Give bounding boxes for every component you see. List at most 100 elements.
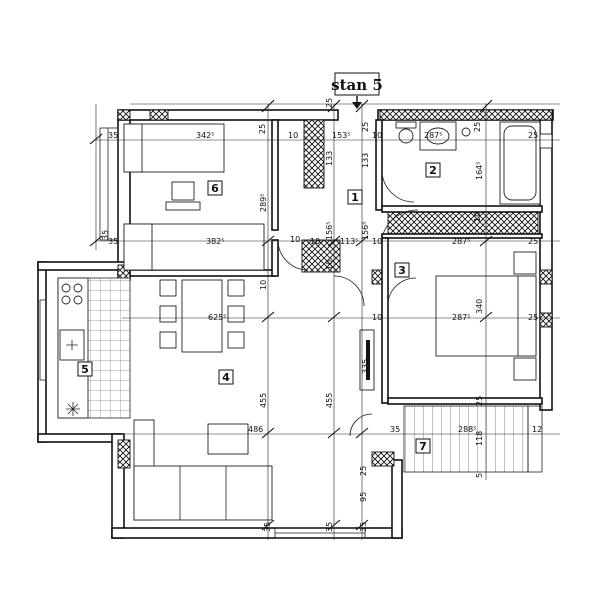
room-6-label: 6 (211, 182, 219, 195)
star-icon (66, 402, 80, 416)
room-2-label: 2 (429, 164, 437, 177)
dim-label: 25 (359, 466, 368, 476)
dim-label: 35 (108, 131, 118, 140)
bathroom-2 (381, 121, 553, 239)
column (379, 109, 553, 121)
wall-left-kitchen (37, 261, 47, 443)
wall-room6-bottom (129, 269, 276, 277)
stamp-label: stan 5 (331, 76, 383, 94)
shaft-hatch (303, 119, 325, 189)
dining-chair (159, 279, 177, 297)
dim-label: 340 (475, 299, 484, 314)
hob-burner (61, 295, 71, 305)
dim-label: 133 (325, 151, 334, 166)
dim-label: 25 (528, 131, 538, 140)
dim-label: 133 (361, 153, 370, 168)
door-arc (381, 169, 415, 203)
dim-label: 10 (259, 280, 268, 290)
wall-kitchen-bottom (37, 433, 121, 443)
dim-label: 113⁵ (340, 237, 358, 246)
dim-label: 25 (325, 98, 334, 108)
wall-right (539, 119, 553, 411)
door-arc (381, 209, 419, 239)
sofa (133, 465, 273, 521)
room-5-label: 5 (81, 363, 89, 376)
dimension-texts: 35 342⁵ 25 10 153⁵ 10 287⁵ 25 25 25 133 … (101, 98, 542, 532)
column (149, 109, 169, 121)
room-7-box (415, 438, 431, 454)
toilet-tank (395, 121, 417, 129)
coffee-table (207, 423, 249, 455)
wall-room3-top (381, 233, 543, 239)
stamp-frame (334, 72, 380, 96)
dim-label: 118 (475, 431, 484, 446)
dim-label: 287⁵ (452, 237, 470, 246)
dim-label: 156⁵ (325, 222, 334, 240)
door-arc (387, 277, 417, 303)
nightstand (513, 357, 537, 381)
column (539, 269, 553, 285)
balcony-deck (403, 405, 529, 473)
dim-label: 10 (372, 237, 382, 246)
window-kitchen (39, 299, 47, 381)
door-arc (333, 275, 365, 307)
room-4-label: 4 (222, 371, 230, 384)
dim-label: 455 (259, 393, 268, 408)
dim-label: 25 (475, 396, 484, 406)
wall-bath-bottom (381, 205, 543, 213)
windows (39, 127, 366, 539)
dim-label: 486 (248, 425, 263, 434)
dim-label: 289⁵ (259, 194, 268, 212)
dim-label: 25 (528, 237, 538, 246)
room-7-label: 7 (419, 440, 427, 453)
toilet (398, 128, 414, 144)
stamp: stan 5 (331, 72, 383, 109)
dim-label: 35 (263, 522, 272, 532)
tap-icon (539, 133, 553, 149)
wardrobe-hatch (387, 211, 539, 235)
dining-table (181, 279, 223, 353)
dining-chair (227, 331, 245, 349)
dim-label: 12 (532, 425, 542, 434)
column (539, 312, 553, 328)
desk (165, 201, 201, 211)
dim-label: 10 (325, 260, 334, 270)
tap-icon (66, 340, 78, 350)
dim-label: 25 (258, 124, 267, 134)
dim-label: 35 (325, 522, 334, 532)
wall-kitchen-top (37, 261, 131, 271)
dim-label: 625⁵ (208, 313, 226, 322)
kitchen-5 (57, 277, 131, 419)
wall-room6-right (271, 119, 279, 231)
wall-room3-bottom (387, 397, 543, 405)
dim-label: 288⁵ (458, 425, 476, 434)
dim-label: 455 (325, 393, 334, 408)
dim-label: 10 (372, 131, 382, 140)
window-room6 (99, 127, 119, 241)
dim-label: 35 (359, 522, 368, 532)
tv-icon (366, 340, 370, 380)
hob-burner (61, 283, 71, 293)
dim-label: 10 (290, 235, 300, 244)
dim-label: 287⁵ (452, 313, 470, 322)
hob-burner (73, 295, 83, 305)
door-arc (277, 239, 309, 271)
hob-burner (73, 283, 83, 293)
dim-label: 10 (473, 212, 482, 222)
dim-label: 95 (359, 492, 368, 502)
room-3-label: 3 (398, 264, 406, 277)
shaft-hatch (301, 239, 341, 273)
desk-chair (171, 181, 195, 201)
wall-bottom-right (391, 459, 403, 539)
dim-label: 35 (108, 237, 118, 246)
room-labels: 1 2 3 4 5 6 7 (77, 162, 441, 454)
wall-room3-left (381, 237, 389, 404)
column (371, 451, 395, 467)
dining-chair (227, 279, 245, 297)
dim-label: 25 (361, 122, 370, 132)
column (117, 439, 131, 469)
room-1-label: 1 (351, 191, 359, 204)
bed-headboard (517, 275, 537, 357)
dimension-lines (89, 99, 560, 540)
